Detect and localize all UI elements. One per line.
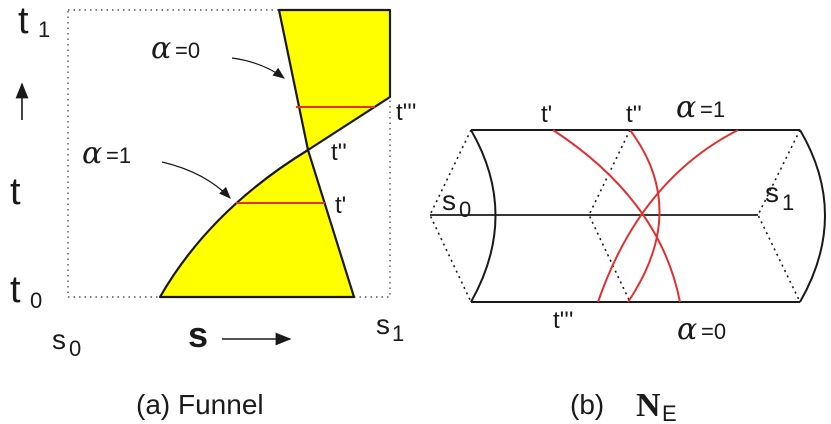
label-alpha1-right: α bbox=[676, 90, 696, 125]
ne-red-curve-3 bbox=[597, 129, 739, 303]
label-alpha0-right-eq: =0 bbox=[701, 319, 726, 344]
label-alpha1-right-eq: =1 bbox=[700, 97, 725, 122]
label-alpha0-right: α bbox=[677, 312, 697, 347]
ne-right-wedge bbox=[757, 129, 801, 303]
label-t0-sub: 0 bbox=[30, 288, 42, 313]
caption-ne-symbol: N bbox=[636, 387, 661, 424]
funnel-region bbox=[158, 8, 392, 299]
label-alpha1-left-eq: =1 bbox=[106, 143, 131, 168]
label-ne-s0: s bbox=[442, 185, 456, 216]
label-ne-s0-sub: 0 bbox=[459, 197, 471, 222]
ne-left-arc bbox=[470, 129, 497, 303]
panel-ne: t' t'' α =1 s 0 s 1 t''' α =0 (b) N E bbox=[429, 90, 826, 424]
ne-red-curve-1 bbox=[552, 129, 681, 303]
label-alpha0-left: α bbox=[151, 31, 171, 66]
alpha1-pointer bbox=[161, 161, 231, 199]
label-t1-sub: 1 bbox=[38, 17, 50, 42]
caption-funnel: (a) Funnel bbox=[136, 389, 264, 420]
label-t-prime-left: t' bbox=[335, 192, 346, 219]
label-t-double-prime-left: t'' bbox=[331, 139, 347, 166]
label-t-double-prime-right: t'' bbox=[626, 101, 642, 128]
label-t-triple-prime-left: t''' bbox=[396, 99, 416, 126]
label-ne-s1: s bbox=[765, 177, 779, 208]
panel-funnel: t 1 t t 0 s 0 s 1 s α =0 α =1 t''' t'' t… bbox=[10, 0, 416, 420]
label-t-prime-right: t' bbox=[541, 101, 552, 128]
label-t1: t bbox=[18, 0, 29, 42]
label-s1: s bbox=[376, 309, 390, 340]
ne-mid-wedge bbox=[588, 129, 631, 303]
label-t-triple-prime-right: t''' bbox=[553, 307, 573, 334]
ne-red-curve-2 bbox=[627, 129, 661, 303]
label-t-axis: t bbox=[10, 171, 21, 213]
label-alpha0-left-eq: =0 bbox=[175, 38, 200, 63]
label-s0-sub: 0 bbox=[69, 336, 81, 361]
caption-ne-prefix: (b) bbox=[570, 389, 604, 420]
label-s-axis: s bbox=[188, 314, 208, 355]
label-ne-s1-sub: 1 bbox=[782, 190, 794, 215]
label-alpha1-left: α bbox=[82, 136, 102, 171]
label-s0: s bbox=[52, 324, 66, 355]
caption-ne-sub: E bbox=[662, 401, 677, 424]
ne-left-wedge bbox=[429, 129, 472, 303]
alpha0-pointer bbox=[231, 57, 285, 79]
ne-right-arc bbox=[799, 129, 826, 303]
label-s1-sub: 1 bbox=[392, 321, 404, 346]
label-t0: t bbox=[10, 269, 21, 311]
